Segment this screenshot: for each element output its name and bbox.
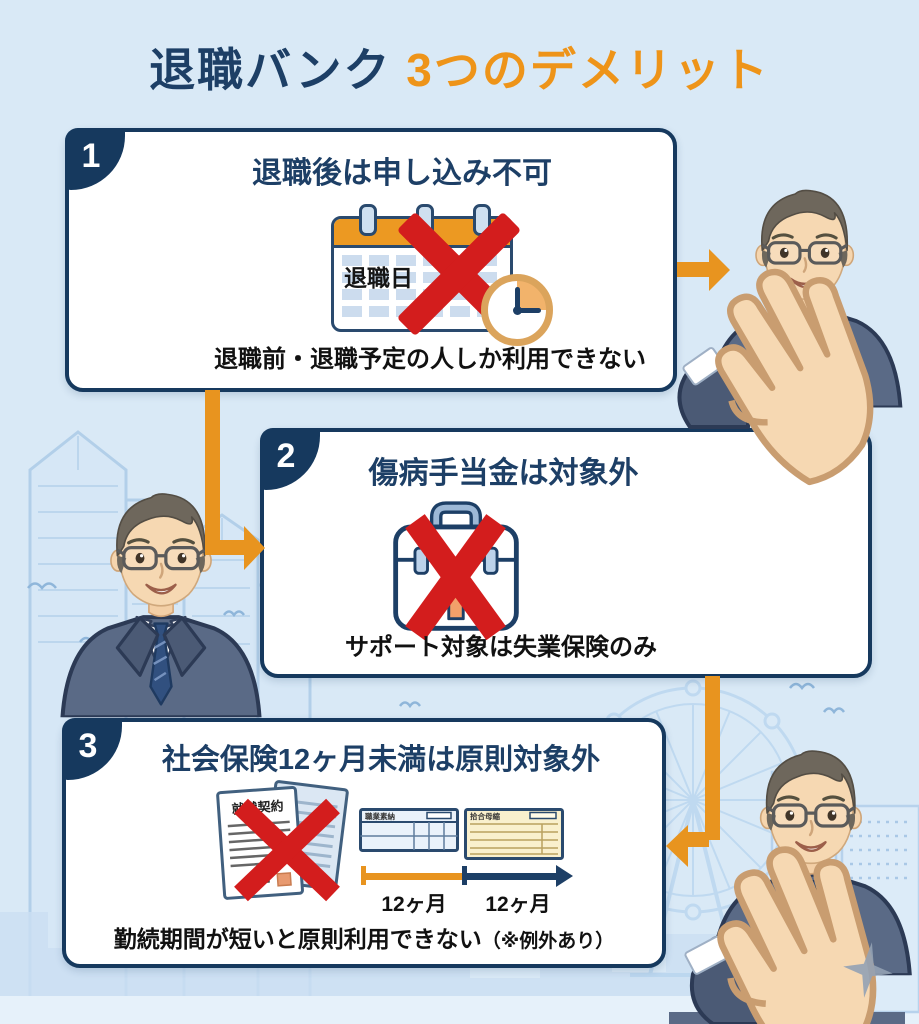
card-1: 1 退職後は申し込み不可 退職日 退職前・退職予定の人しか利用できない — [65, 128, 677, 392]
card-3: 3 社会保険12ヶ月未満は原則対象外 就職契約 — [62, 718, 666, 968]
timeline-navy-segment — [465, 873, 558, 880]
svg-text:拾合母縮: 拾合母縮 — [470, 811, 500, 821]
contract-documents-crossed-icon: 就職契約 — [216, 780, 349, 902]
arrow-right-icon — [677, 262, 710, 277]
card-1-heading: 退職後は申し込み不可 — [252, 157, 552, 190]
blue-table-icon: 職業素納 — [359, 808, 459, 852]
card-3-caption: 勤続期間が短いと原則利用できない（※例外あり） — [113, 926, 615, 952]
arrow-down-right — [205, 390, 220, 555]
timeline-arrowhead — [556, 865, 573, 887]
card-2-caption: サポート対象は失業保険のみ — [345, 634, 657, 661]
card-1-number-badge: 1 — [65, 128, 125, 190]
svg-text:職業素納: 職業素納 — [365, 811, 395, 821]
timeline-label-1: 12ヶ月 — [381, 893, 447, 916]
yellow-table-icon: 拾合母縮 — [464, 808, 564, 860]
card-3-caption-note: （※例外あり） — [481, 931, 615, 952]
clock-icon — [481, 274, 553, 346]
calendar-label: 退職日 — [344, 265, 413, 291]
title-main: 退職バンク — [149, 44, 392, 96]
card-1-caption: 退職前・退職予定の人しか利用できない — [214, 346, 646, 373]
timeline-orange-segment — [361, 873, 464, 880]
card-3-heading: 社会保険12ヶ月未満は原則対象外 — [161, 744, 601, 776]
red-x-icon — [234, 798, 340, 902]
red-x-icon — [405, 514, 506, 641]
card-2: 2 傷病手当金は対象外 サポート対象は失業保険のみ — [260, 428, 872, 678]
briefcase-crossed-icon — [393, 501, 519, 641]
title-accent: 3つのデメリット — [406, 44, 770, 96]
businessman-illustration-1 — [677, 150, 919, 427]
card-2-heading: 傷病手当金は対象外 — [368, 457, 639, 490]
page-title: 退職バンク 3つのデメリット — [0, 34, 919, 100]
arrow-down-left — [705, 676, 720, 840]
timeline-label-2: 12ヶ月 — [485, 893, 551, 916]
businessman-illustration-3 — [669, 768, 919, 1024]
timeline-tick-2 — [462, 866, 467, 885]
